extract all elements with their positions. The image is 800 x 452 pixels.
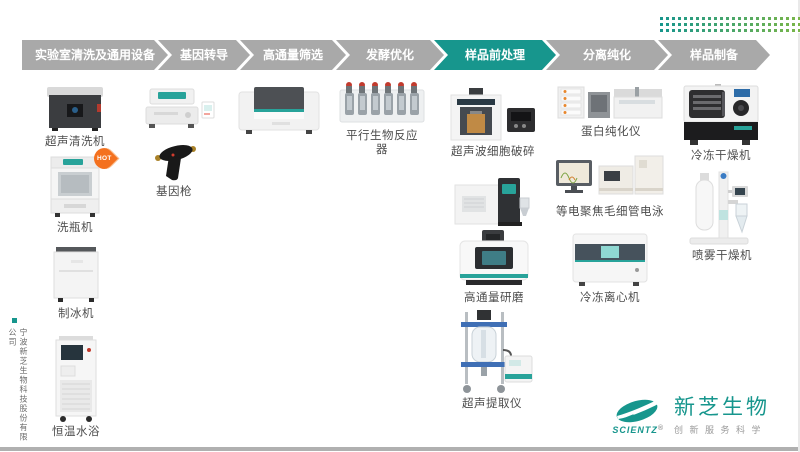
company-name-vertical: 宁波新芝生物科技股份有限公司 [8,328,28,442]
screening-instrument-illustration [238,87,320,134]
scientz-ellipse-icon [616,398,661,423]
equipment-item: 恒温水浴 [50,336,102,439]
equipment-label: 蛋白纯化仪 [581,126,641,138]
ultrasonic-extractor-illustration [461,310,533,393]
equipment-item: 高通量研磨 [456,230,532,305]
ice-maker-illustration [53,247,99,302]
scientz-logo: SCIENTZ® [612,397,664,435]
equipment-label: 平行生物反应器 [346,130,418,157]
protein-purifier-illustration [557,86,663,119]
stage-tab-sample-pretreatment: 样品前处理 [434,40,556,70]
stage-tab-gene-transduction: 基因转导 [158,40,250,70]
parallel-bioreactor-illustration [339,82,425,123]
brand-text-block: 新芝生物 创新服务科学 [674,395,770,436]
equipment-label: 喷雾干燥机 [692,250,752,262]
equipment-item: 冷冻干燥机 [680,84,762,163]
freeze-dryer-illustration [683,84,759,145]
stage-ribbon: 实验室清洗及通用设备 基因转导 高通量筛选 发酵优化 样品前处理 分离纯化 样品… [22,40,770,70]
equipment-label: 冷冻干燥机 [691,150,751,162]
equipment-label: 制冰机 [58,308,94,320]
stage-tab-separation-purification: 分离纯化 [546,40,668,70]
electroporator-illustration [145,88,215,128]
equipment-item: 蛋白纯化仪 [556,86,666,139]
dot-grid-decoration [660,17,800,33]
equipment-label: 基因枪 [156,186,192,198]
equipment-item: HOT 洗瓶机 [45,143,120,235]
homogenizer-illustration [454,178,530,226]
equipment-item: 等电聚焦毛细管电泳 [554,154,666,219]
equipment-item: 平行生物反应器 [338,80,426,158]
equipment-item: 冷冻离心机 [568,230,652,305]
equipment-item: 超声波细胞破碎 [448,88,538,159]
equipment-label: 超声波细胞破碎 [451,146,535,158]
equipment-label: 等电聚焦毛细管电泳 [556,206,664,218]
high-throughput-grinder-illustration [459,230,529,285]
equipment-label: 恒温水浴 [52,426,100,438]
equipment-item: 喷雾干燥机 [686,170,758,263]
ultrasonic-cell-disruptor-illustration [450,88,535,141]
equipment-item [138,88,218,132]
gene-gun-illustration [155,145,196,181]
equipment-item: 制冰机 [48,246,104,321]
stage-tab-fermentation-optimization: 发酵优化 [336,40,444,70]
brand-name-cn: 新芝生物 [674,395,770,419]
refrigerated-centrifuge-illustration [572,233,648,286]
equipment-item: 超声提取仪 [450,310,534,411]
bottle-washer-illustration [50,156,100,217]
registered-mark: ® [657,424,664,432]
capillary-electrophoresis-illustration [556,155,664,195]
ultrasonic-cleaner-illustration [47,87,103,131]
logo-wordmark: SCIENTZ® [612,424,664,435]
slide-bottom-edge [0,447,798,451]
teal-square-bullet [12,318,17,323]
equipment-label: 冷冻离心机 [580,292,640,304]
brand-slogan: 创新服务科学 [674,425,768,435]
equipment-item: 基因枪 [148,142,200,199]
equipment-label: 高通量研磨 [464,292,524,304]
stage-tab-high-throughput-screening: 高通量筛选 [240,40,346,70]
equipment-label: 洗瓶机 [57,222,93,234]
equipment-item [452,176,532,228]
equipment-label: 超声清洗机 [45,136,105,148]
equipment-item [236,86,322,136]
equipment-item: 超声清洗机 [42,86,108,149]
stage-tab-sample-preparation: 样品制备 [658,40,770,70]
brand-logo-block: SCIENTZ® 新芝生物 创新服务科学 [612,395,770,436]
spray-dryer-illustration [689,171,749,245]
stage-tab-lab-cleaning: 实验室清洗及通用设备 [22,40,168,70]
equipment-label: 超声提取仪 [462,398,522,410]
water-bath-illustration [55,336,97,422]
